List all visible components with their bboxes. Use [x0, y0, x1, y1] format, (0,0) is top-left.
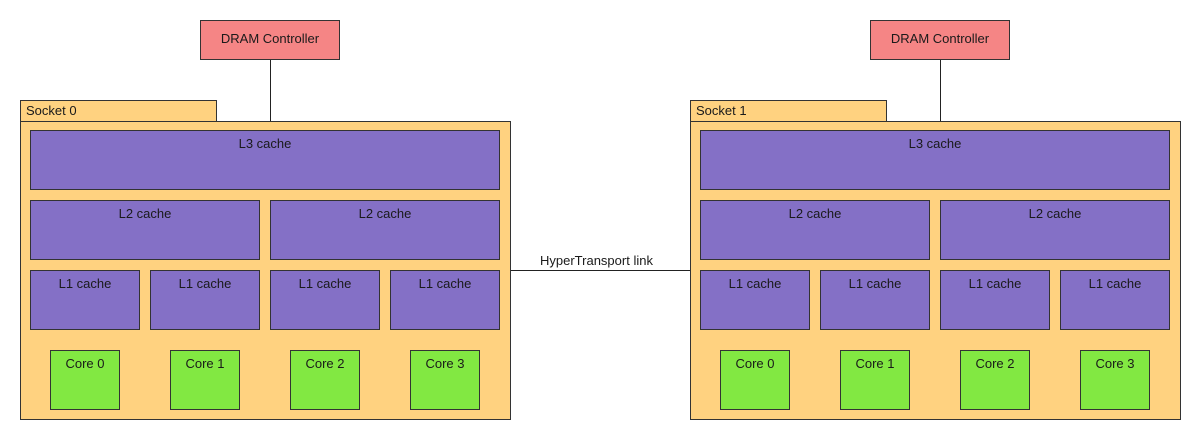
l2-cache-socket-0-b: L2 cache [270, 200, 500, 260]
socket-1-label: Socket 1 [690, 100, 887, 122]
core-0-socket-0: Core 0 [50, 350, 120, 410]
hypertransport-link-line [510, 270, 690, 271]
l3-cache-socket-0: L3 cache [30, 130, 500, 190]
l2-cache-socket-0-a: L2 cache [30, 200, 260, 260]
l1-cache-socket-0-core-3: L1 cache [390, 270, 500, 330]
dram-connector-socket-0 [270, 60, 271, 121]
dram-controller-socket-0: DRAM Controller [200, 20, 340, 60]
l1-cache-socket-1-core-1: L1 cache [820, 270, 930, 330]
core-3-socket-0: Core 3 [410, 350, 480, 410]
core-0-socket-1: Core 0 [720, 350, 790, 410]
core-2-socket-1: Core 2 [960, 350, 1030, 410]
l1-cache-socket-1-core-3: L1 cache [1060, 270, 1170, 330]
l1-cache-socket-0-core-0: L1 cache [30, 270, 140, 330]
hypertransport-link-label: HyperTransport link [540, 253, 653, 268]
l2-cache-socket-1-a: L2 cache [700, 200, 930, 260]
l1-cache-socket-0-core-1: L1 cache [150, 270, 260, 330]
l3-cache-socket-1: L3 cache [700, 130, 1170, 190]
l1-cache-socket-0-core-2: L1 cache [270, 270, 380, 330]
dram-connector-socket-1 [940, 60, 941, 121]
dram-controller-socket-1: DRAM Controller [870, 20, 1010, 60]
l2-cache-socket-1-b: L2 cache [940, 200, 1170, 260]
core-2-socket-0: Core 2 [290, 350, 360, 410]
l1-cache-socket-1-core-2: L1 cache [940, 270, 1050, 330]
l1-cache-socket-1-core-0: L1 cache [700, 270, 810, 330]
socket-0-label: Socket 0 [20, 100, 217, 122]
core-1-socket-0: Core 1 [170, 350, 240, 410]
core-1-socket-1: Core 1 [840, 350, 910, 410]
core-3-socket-1: Core 3 [1080, 350, 1150, 410]
